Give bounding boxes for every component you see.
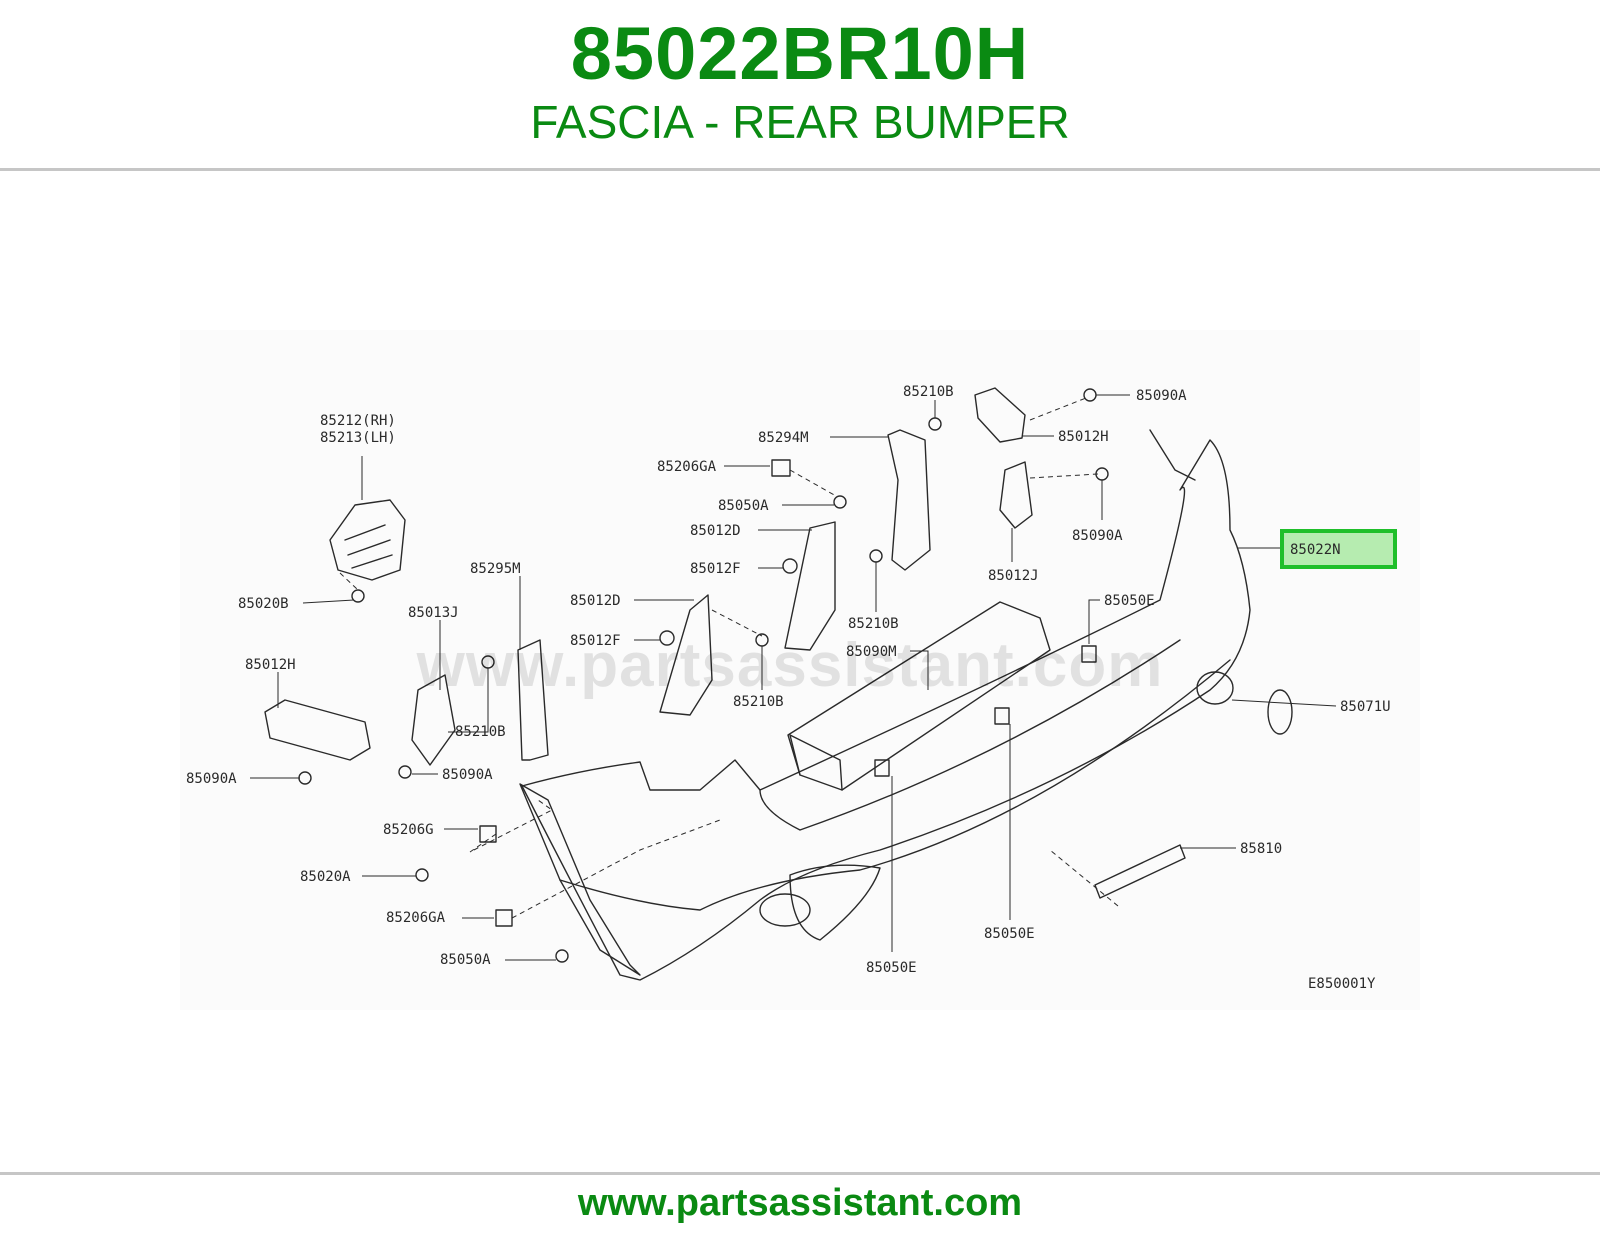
label-85050E-mid[interactable]: 85050E [984,926,1035,942]
grommet-85206GA-low [495,909,513,927]
label-85213[interactable]: 85213(LH) [320,430,396,446]
label-85090A-right[interactable]: 85090A [1072,528,1123,544]
dash-85206GA-top [789,469,837,497]
label-85012D-mid[interactable]: 85012D [570,593,621,609]
label-85022N[interactable]: 85022N [1290,542,1341,558]
label-85210B-mid[interactable]: 85210B [733,694,784,710]
label-85210B-right[interactable]: 85210B [848,616,899,632]
energy-absorber-end [789,734,843,791]
watermark: www.partsassistant.com [416,631,1164,700]
label-85295M[interactable]: 85295M [470,561,521,577]
bolt-85020B [351,589,365,603]
grommet-85206GA-top [771,459,791,477]
parts-diagram: 85212(RH) 85213(LH) 85020B 85012H 85090A… [180,330,1420,1010]
dash-lamp-bolt [339,572,359,591]
leader-85090M [910,650,929,690]
label-85212[interactable]: 85212(RH) [320,413,396,429]
stay-85012D-upper [784,521,836,651]
label-85012H-left[interactable]: 85012H [245,657,296,673]
label-85090A-topright[interactable]: 85090A [1136,388,1187,404]
label-85050E-right[interactable]: 85050E [1104,593,1155,609]
clip-85012F-top [782,558,798,574]
leader-85050E-right [1088,599,1100,644]
header: 85022BR10H FASCIA - REAR BUMPER [0,0,1600,168]
label-85090M[interactable]: 85090M [846,644,897,660]
stay-85012D-lower [659,594,713,716]
leader-85020B [302,599,355,604]
bolt-85090A-mid [398,765,412,779]
clip-85050E-mid [994,707,1010,725]
rear-reflector [1094,844,1186,899]
dash-85012D [711,609,763,637]
bumper-upper-crease [759,639,1181,831]
dash-85090A-right [1029,473,1099,479]
part-name-subtitle: FASCIA - REAR BUMPER [530,96,1070,148]
label-85050E-low[interactable]: 85050E [866,960,917,976]
label-85012H-right[interactable]: 85012H [1058,429,1109,445]
fog-lamp-opening-right [1196,671,1234,705]
selected-part-highlight[interactable] [1280,529,1397,569]
nut-85210B-right [869,549,883,563]
dash-85090A-topright [1029,397,1087,421]
bumper-side-flange [1149,429,1196,481]
label-85071U[interactable]: 85071U [1340,699,1391,715]
side-bracket-right [974,387,1026,443]
clip-85050A-top [833,495,847,509]
label-85810[interactable]: 85810 [1240,841,1282,857]
stay-85294M [887,429,931,571]
bumper-lower-crease [559,659,1231,911]
rear-lamp-ribs [344,524,393,569]
bolt-85090A-topright [1083,388,1097,402]
label-85210B-left[interactable]: 85210B [455,724,506,740]
dash-85206GA-low [511,819,721,919]
label-85020B[interactable]: 85020B [238,596,289,612]
tow-hook-cap [1267,689,1293,735]
clip-85012F-mid [659,630,675,646]
bolt-85090A-left [298,771,312,785]
bolt-85050A-low [555,949,569,963]
label-85012F-top[interactable]: 85012F [690,561,741,577]
bumper-fascia-shape [521,439,1251,981]
label-85206GA-low[interactable]: 85206GA [386,910,446,926]
label-85210B-top[interactable]: 85210B [903,384,954,400]
fog-lamp-opening-left [759,893,811,927]
label-85020A[interactable]: 85020A [300,869,351,885]
stay-85295M [517,639,549,761]
label-85013J[interactable]: 85013J [408,605,459,621]
label-85090A-left[interactable]: 85090A [186,771,237,787]
clip-85050E-right [1081,645,1097,663]
label-85294M[interactable]: 85294M [758,430,809,446]
nut-85210B-top [928,417,942,431]
diagram-ref-code: E850001Y [1308,976,1376,992]
label-85012F-mid[interactable]: 85012F [570,633,621,649]
leader-85071U [1231,699,1337,707]
rear-lamp-housing [329,499,406,581]
side-bracket-left [264,699,371,761]
label-85090A-mid[interactable]: 85090A [442,767,493,783]
part-number-title: 85022BR10H [570,12,1030,95]
parts-diagram-svg: 85212(RH) 85213(LH) 85020B 85012H 85090A… [186,384,1397,992]
label-85206GA-top[interactable]: 85206GA [657,459,717,475]
label-85206G[interactable]: 85206G [383,822,434,838]
side-bracket-strip [519,783,641,976]
dash-85810 [1049,849,1119,907]
header-divider [0,168,1600,171]
bolt-85020A [415,868,429,882]
footer-url-link[interactable]: www.partsassistant.com [577,1182,1023,1224]
label-85012D-top[interactable]: 85012D [690,523,741,539]
label-85012J[interactable]: 85012J [988,568,1039,584]
bracket-85012J [999,461,1033,529]
clip-85050E-low [874,759,890,777]
footer-divider [0,1172,1600,1175]
label-85050A-low[interactable]: 85050A [440,952,491,968]
bumper-lower-recess [789,864,881,941]
leader-85210B-left [448,668,489,733]
label-85050A-top[interactable]: 85050A [718,498,769,514]
